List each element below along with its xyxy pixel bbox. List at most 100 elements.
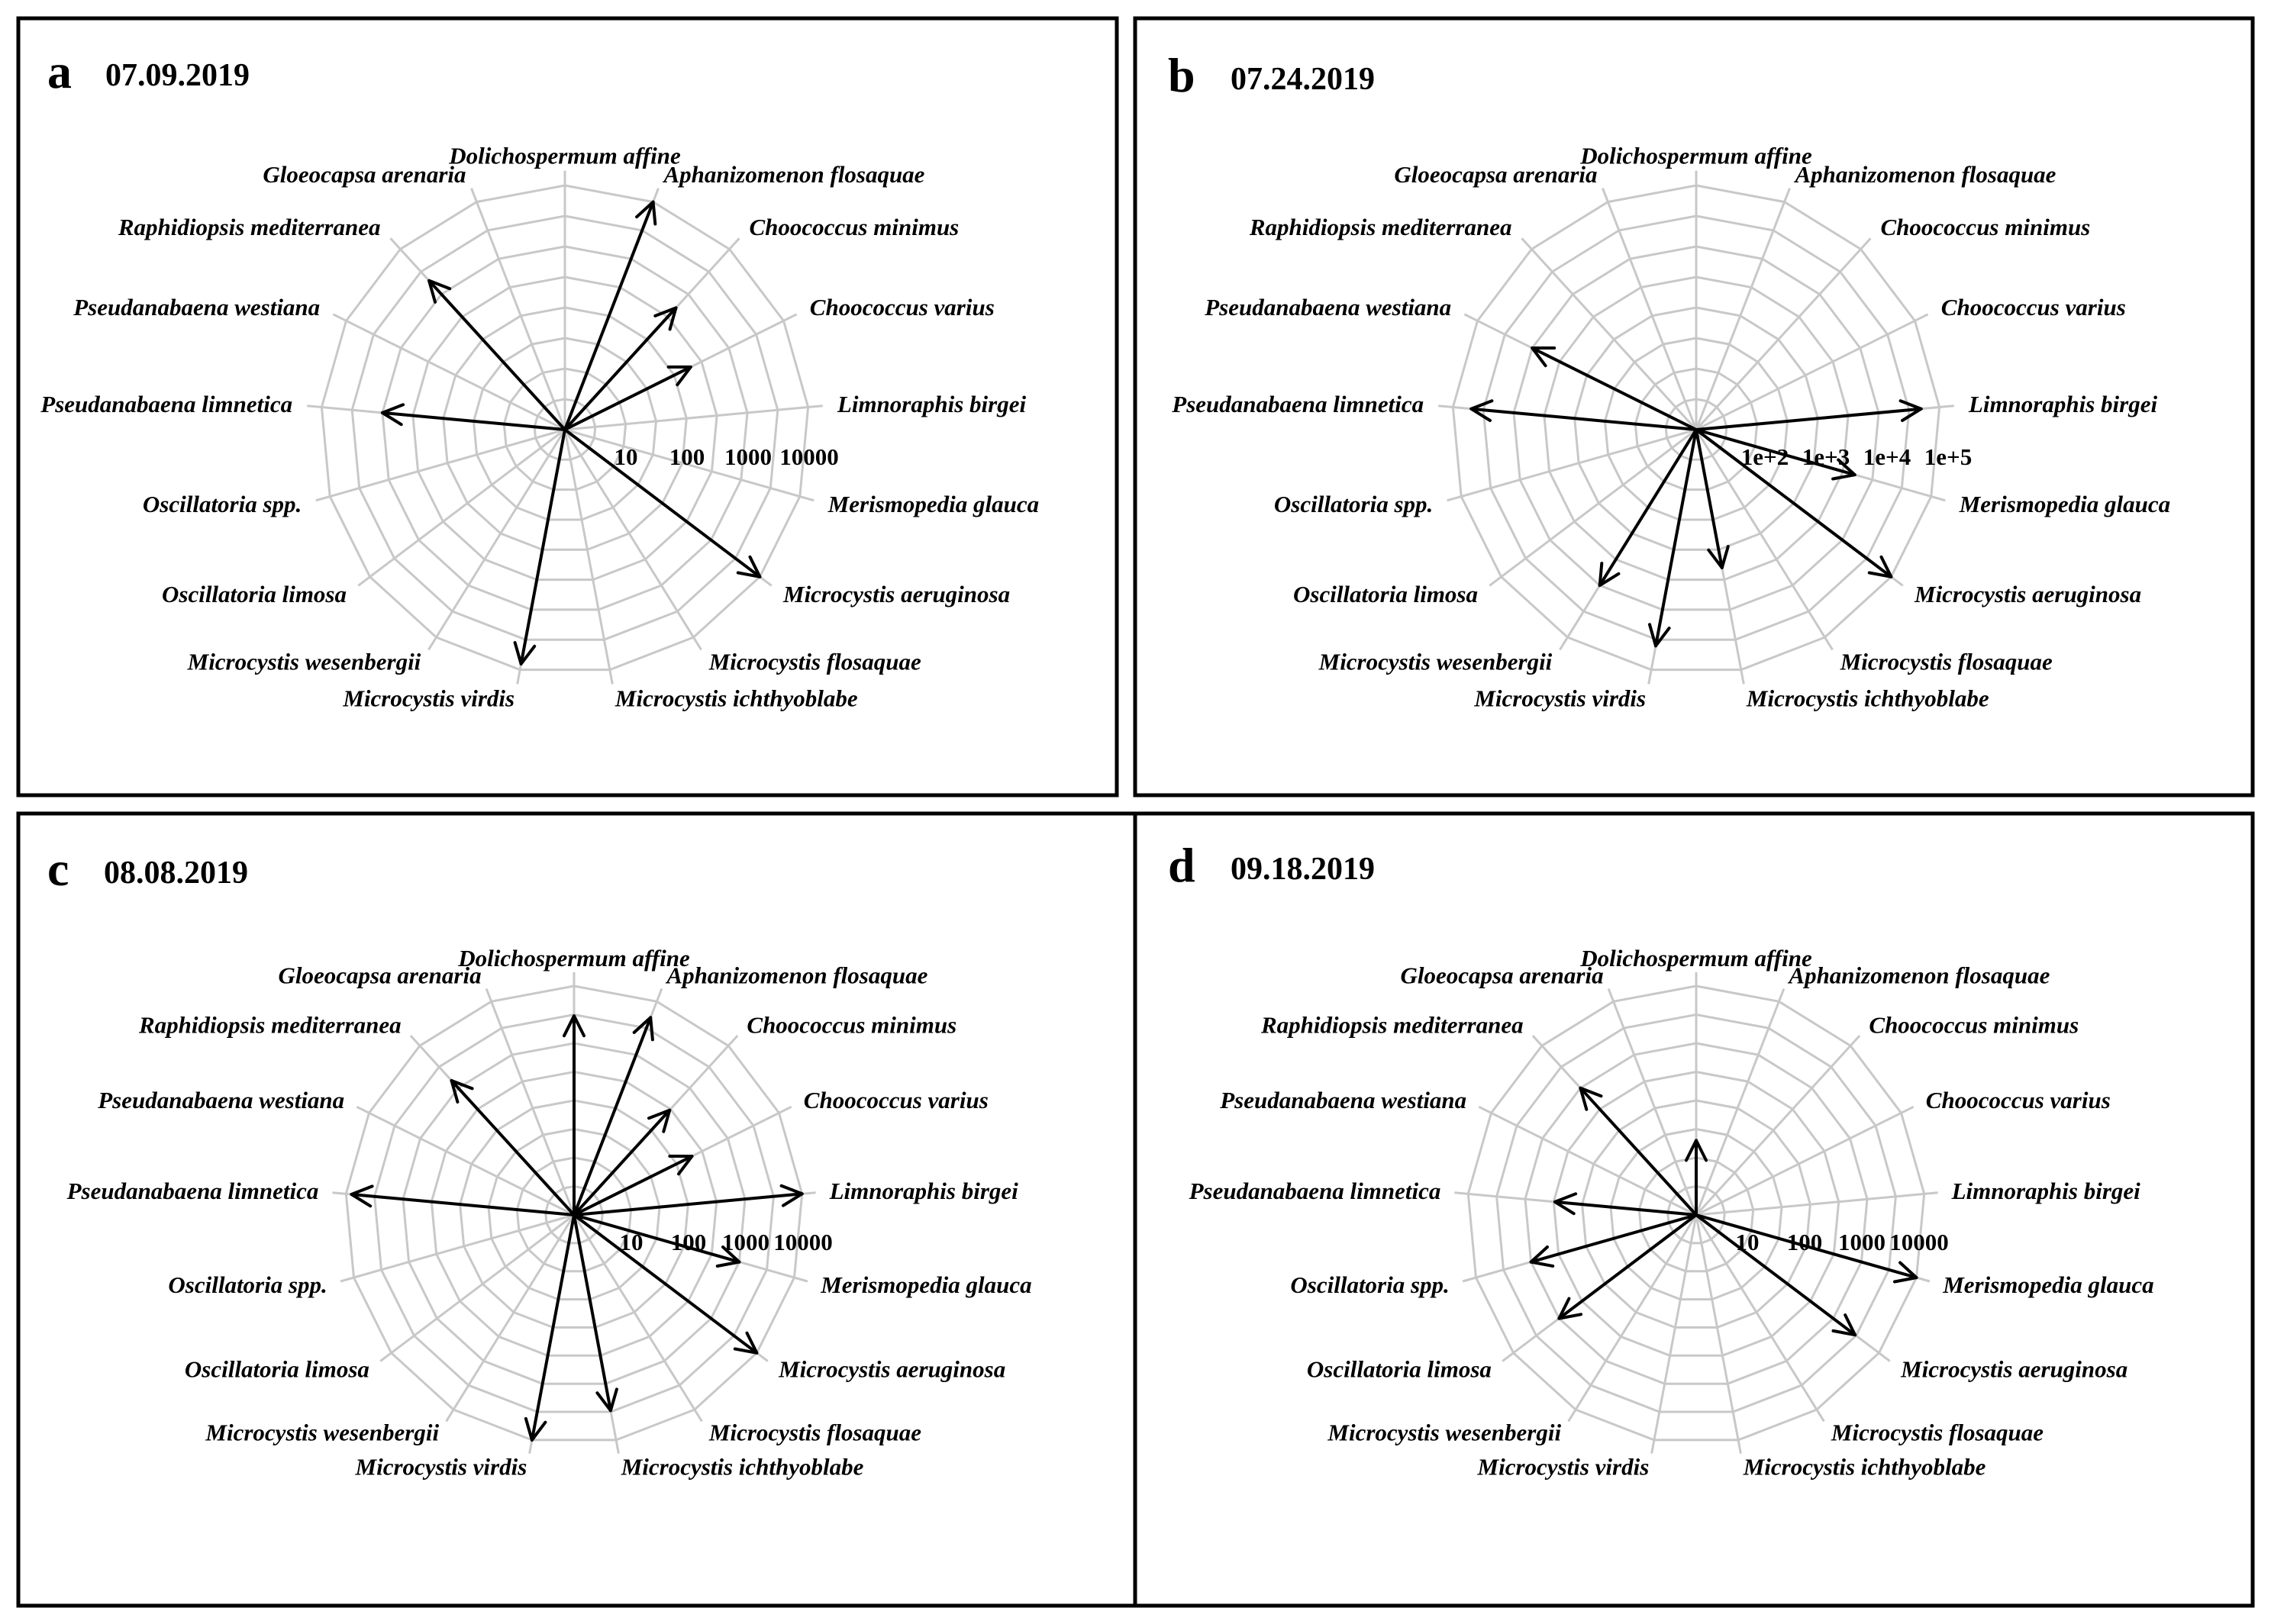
category-label: Limnoraphis birgei [1968, 391, 2158, 417]
category-label: Aphanizomenon flosaquae [665, 962, 927, 989]
grid-ring [1581, 1099, 1811, 1329]
grid-spoke [573, 1214, 703, 1423]
category-label: Aphanizomenon flosaquae [1787, 962, 2050, 989]
arrow-choococcus-minimus [573, 1108, 672, 1216]
category-label: Merismopedia glauca [827, 491, 1039, 517]
category-label: Oscillatoria limosa [1307, 1356, 1492, 1383]
arrow-limnoraphis-birgei [573, 1184, 804, 1216]
tick-label: 10 [615, 443, 638, 470]
grid-ring [459, 1099, 689, 1329]
grid-spoke [1607, 988, 1698, 1216]
category-label: Choococcus varius [1941, 294, 2126, 321]
category-label: Oscillatoria limosa [1293, 581, 1478, 607]
grid-spoke [1695, 313, 1929, 431]
category-label: Oscillatoria spp. [143, 491, 302, 517]
arrow-aphanizomenon-flosaquae [563, 200, 657, 431]
panel-letter: d [1168, 838, 1195, 892]
grid-ring [533, 398, 597, 461]
arrow-merismopedia-glauca [1695, 1213, 1918, 1284]
arrow-microcystis-wesenbergii [1598, 428, 1698, 588]
grid-spoke [1521, 237, 1698, 431]
grid-spoke [1447, 428, 1697, 502]
grid-spoke [1695, 1105, 1915, 1216]
category-label: Merismopedia glauca [1959, 491, 2170, 517]
category-label: Microcystis flosaquae [1831, 1419, 2044, 1446]
category-label: Microcystis virdis [355, 1453, 527, 1480]
category-label: Microcystis flosaquae [708, 649, 921, 675]
grid-spoke [1650, 1214, 1698, 1454]
category-label: Dolichospermum affine [1579, 945, 1812, 972]
grid-spoke [1695, 988, 1786, 1216]
panel-frame [16, 16, 1119, 798]
category-label: Oscillatoria spp. [1274, 491, 1433, 517]
arrow-pseudanabaena-limnetica [381, 403, 566, 431]
grid-ring [1664, 398, 1728, 461]
grid-spoke [1695, 1214, 1742, 1454]
tick-label: 1e+2 [1741, 443, 1789, 470]
grid-ring [1451, 184, 1941, 672]
category-label: Microcystis virdis [1477, 1453, 1650, 1480]
category-label: Limnoraphis birgei [1951, 1178, 2141, 1204]
arrow-microcystis-aeruginosa [1695, 428, 1893, 578]
grid-spoke [379, 1213, 575, 1362]
category-label: Microcystis wesenbergii [1327, 1419, 1561, 1446]
category-label: Choococcus varius [810, 294, 995, 321]
grid-spoke [470, 188, 566, 430]
grid-ring [515, 1156, 633, 1273]
category-label: Microcystis flosaquae [1840, 649, 2053, 675]
category-label: Dolichospermum affine [457, 945, 690, 972]
category-label: Gloeocapsa arenaria [1401, 962, 1604, 989]
arrow-pseudanabaena-westiana [1531, 346, 1698, 431]
category-label: Aphanizomenon flosaquae [663, 161, 925, 188]
grid-spoke [1695, 429, 1834, 651]
arrow-microcystis-aeruginosa [1695, 1213, 1857, 1337]
grid-ring [1609, 1127, 1783, 1301]
category-label: Microcystis ichthyoblabe [621, 1453, 864, 1480]
category-label: Microcystis virdis [342, 685, 515, 711]
category-label: Oscillatoria spp. [1290, 1271, 1449, 1298]
grid-ring [1543, 276, 1850, 582]
arrow-choococcus-varius [563, 365, 692, 431]
grid-ring [1482, 214, 1911, 641]
category-label: Raphidiopsis mediterranea [118, 214, 381, 240]
category-label: Microcystis aeruginosa [1900, 1356, 2127, 1383]
grid-spoke [1478, 1105, 1697, 1216]
grid-ring [402, 1042, 747, 1385]
grid-ring [411, 276, 718, 582]
grid-ring [487, 1127, 661, 1301]
category-label: Microcystis aeruginosa [1914, 581, 2141, 607]
arrow-pseudanabaena-limnetica [350, 1184, 576, 1216]
category-label: Aphanizomenon flosaquae [1794, 161, 2056, 188]
panel-date: 07.09.2019 [105, 58, 250, 93]
grid-ring [544, 1184, 604, 1245]
category-label: Pseudanabaena limnetica [40, 391, 292, 417]
arrow-choococcus-minimus [563, 306, 678, 431]
grid-spoke [1602, 188, 1698, 430]
arrow-microcystis-aeruginosa [563, 428, 762, 578]
category-label: Microcystis ichthyoblabe [615, 685, 858, 711]
grid-spoke [445, 1214, 576, 1423]
vector-arrows [350, 1014, 804, 1442]
category-label: Limnoraphis birgei [829, 1178, 1019, 1204]
category-label: Pseudanabaena limnetica [1189, 1178, 1441, 1204]
grid-spoke [357, 428, 566, 587]
category-label: Microcystis wesenbergii [1318, 649, 1553, 675]
grid-ring [1637, 1156, 1755, 1273]
arrow-pseudanabaena-limnetica [1469, 399, 1698, 431]
grid-spoke [1695, 188, 1791, 430]
tick-label: 100 [669, 443, 705, 470]
category-label: Gloeocapsa arenaria [263, 161, 466, 188]
grid-ring [381, 245, 749, 611]
grid-ring [373, 1013, 775, 1413]
grid-spoke [1695, 1214, 1825, 1423]
grid-spoke [1695, 1191, 1938, 1216]
grid-ring [320, 184, 810, 672]
category-label: Microcystis ichthyoblabe [1746, 685, 1989, 711]
